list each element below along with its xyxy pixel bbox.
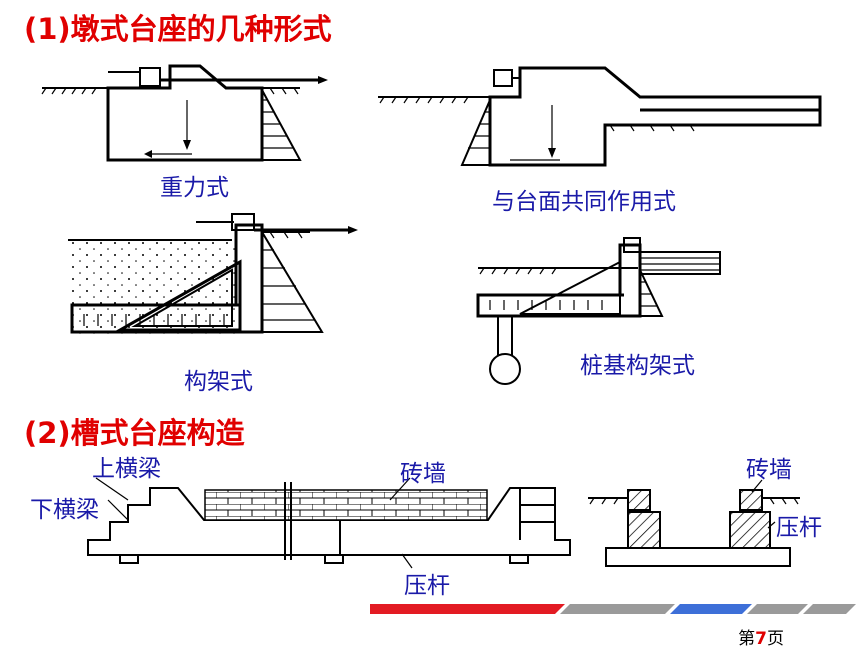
section1-title: (1)墩式台座的几种形式	[24, 12, 332, 46]
label-brick-wall-1: 砖墙	[400, 461, 446, 487]
pile-frame-abutment-diagram	[476, 237, 721, 385]
label-pile-frame: 桩基构架式	[580, 353, 695, 379]
page-number: 第7页	[738, 629, 784, 649]
label-strut-2: 压杆	[776, 515, 822, 541]
label-gravity: 重力式	[160, 175, 229, 201]
gravity-abutment-diagram	[41, 64, 328, 162]
combined-abutment-diagram	[378, 66, 822, 167]
label-lower-beam: 下横梁	[30, 497, 99, 523]
section2-title: (2)槽式台座构造	[24, 416, 245, 450]
frame-abutment-diagram	[68, 213, 358, 335]
footer-decorative-bar	[370, 604, 856, 614]
label-combined: 与台面共同作用式	[492, 189, 676, 215]
trough-abutment-cross-section-diagram	[588, 479, 800, 567]
trough-abutment-longitudinal-diagram	[87, 477, 571, 569]
label-strut-1: 压杆	[404, 573, 450, 599]
label-upper-beam: 上横梁	[92, 456, 161, 482]
label-brick-wall-2: 砖墙	[746, 457, 792, 483]
label-frame: 构架式	[184, 369, 253, 395]
